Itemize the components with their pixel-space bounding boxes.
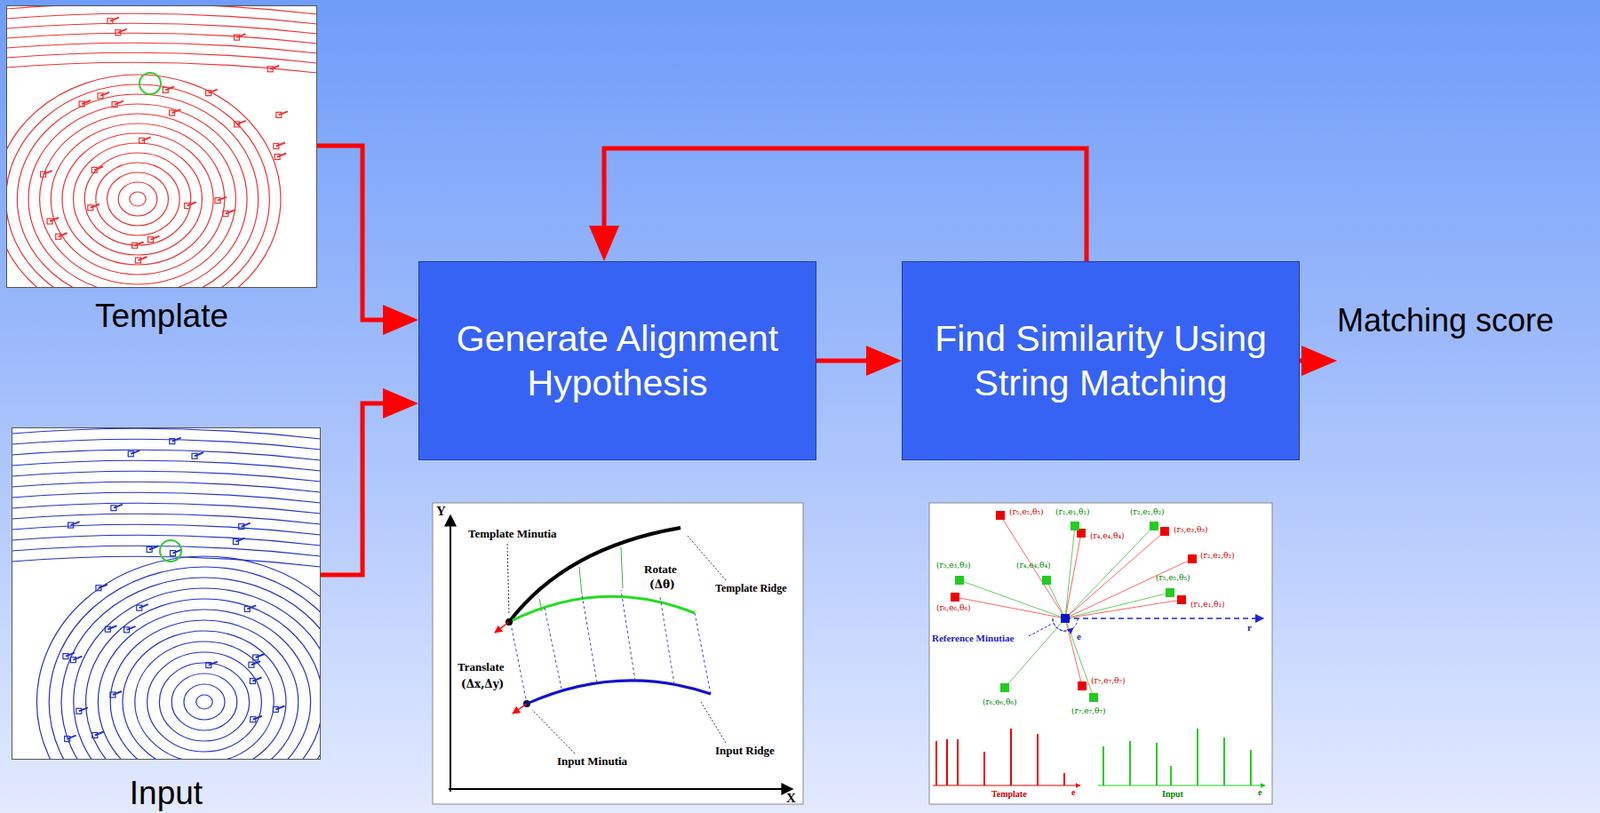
illustration-label: (r₇,e₇,θ₇): [1071, 707, 1107, 717]
illustration-label: (r₁,e₁,θ₁): [1190, 600, 1226, 610]
illustration-label: (r₃,e₃,θ₃): [1173, 525, 1209, 535]
flow-arrow: [816, 345, 902, 376]
illustration-label: Input Ridge: [715, 744, 775, 757]
output-node: Matching score: [1337, 302, 1597, 374]
string-matching-illustration: [929, 502, 1273, 804]
panel-caption: Template: [0, 297, 352, 335]
illustration-label: (r₅,e₅,θ₅): [1009, 508, 1044, 518]
illustration-label: (r₂,e₂,θ₂): [1200, 551, 1235, 561]
illustration-label: Input: [1162, 788, 1184, 799]
fingerprint-panel: Template: [6, 5, 318, 288]
illustration-label: (r₁,e₁,θ₁): [1055, 508, 1091, 518]
illustration-label: Reference Minutiae: [931, 632, 1014, 644]
illustration-label: Rotate: [644, 563, 677, 576]
illustration-label: Translate: [457, 660, 504, 674]
illustration-label: (r₆,e₆,θ₆): [936, 604, 972, 613]
illustration-label: Input Minutia: [557, 755, 628, 768]
box-label: Generate Alignment Hypothesis: [428, 316, 807, 406]
illustration-label: (r₄,e₄,θ₄): [1016, 561, 1051, 571]
illustration-label: (r₂,e₂,θ₂): [1130, 508, 1165, 518]
illustration-label: (r₇,e₇,θ₇): [1090, 676, 1126, 686]
illustration-label: e: [1257, 787, 1262, 797]
illustration-label: (r₃,e₃,θ₃): [936, 561, 972, 571]
illustration-label: (Δx,Δy): [461, 678, 504, 691]
illustration-label: (Δθ): [649, 579, 676, 591]
illustration-label: Y: [436, 503, 446, 519]
flow-arrow: [320, 388, 419, 575]
illustration-label: (r₅,e₅,θ₅): [1155, 573, 1191, 583]
illustration-label: r: [1247, 621, 1252, 633]
illustration-label: Template: [991, 788, 1027, 799]
process-box: Generate Alignment Hypothesis: [418, 261, 817, 461]
output-label: Matching score: [1337, 302, 1554, 339]
flow-arrow: [1299, 345, 1338, 376]
illustration-label: e: [1076, 630, 1082, 642]
panel-caption: Input: [0, 774, 356, 812]
illustration-label: (r₄,e₄,θ₄): [1090, 532, 1125, 542]
alignment-illustration: [432, 502, 804, 804]
fingerprint-panel: Input: [11, 427, 321, 760]
illustration-label: (r₆,e₆,θ₆): [982, 698, 1018, 708]
illustration-label: e: [1071, 787, 1075, 797]
box-label: Find Similarity Using String Matching: [911, 316, 1290, 406]
flow-arrow: [589, 148, 1087, 262]
illustration-label: X: [786, 790, 797, 806]
illustration-label: Template Ridge: [715, 582, 788, 595]
process-box: Find Similarity Using String Matching: [901, 261, 1300, 461]
illustration-label: Template Minutia: [468, 527, 558, 541]
flow-arrow: [317, 145, 419, 335]
